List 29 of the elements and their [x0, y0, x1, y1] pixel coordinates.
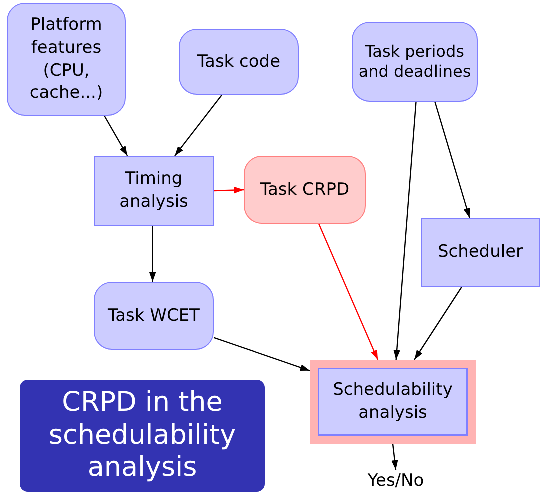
arrow — [414, 286, 463, 360]
process-box — [421, 218, 540, 287]
node-label: Task code — [197, 50, 281, 74]
arrow — [214, 186, 244, 194]
node-label: Task WCET — [108, 304, 200, 328]
rounded-box — [244, 156, 366, 224]
arrow — [104, 116, 128, 156]
arrow — [174, 94, 223, 156]
title-banner — [20, 380, 265, 492]
arrow — [394, 102, 417, 360]
rounded-box — [94, 282, 214, 350]
rounded-box — [179, 29, 299, 95]
arrow — [149, 226, 156, 282]
node-label: CRPD in the schedulability analysis — [48, 387, 238, 485]
result-label: Yes/No — [368, 470, 424, 492]
node-label: Timing analysis — [118, 168, 190, 214]
process-box — [94, 156, 214, 226]
rounded-box — [352, 22, 478, 102]
node-label: Task CRPD — [260, 178, 350, 202]
rounded-box — [7, 3, 126, 116]
node-label: Platform features (CPU, cache...) — [28, 14, 104, 106]
arrow — [434, 102, 470, 218]
highlighted-process-box — [310, 360, 476, 444]
node-label: Task periods and deadlines — [358, 42, 472, 82]
node-label: Schedulability analysis — [332, 379, 454, 425]
node-label: Scheduler — [438, 241, 524, 264]
arrow — [214, 337, 310, 372]
arrow — [392, 444, 398, 470]
arrow — [318, 224, 379, 360]
